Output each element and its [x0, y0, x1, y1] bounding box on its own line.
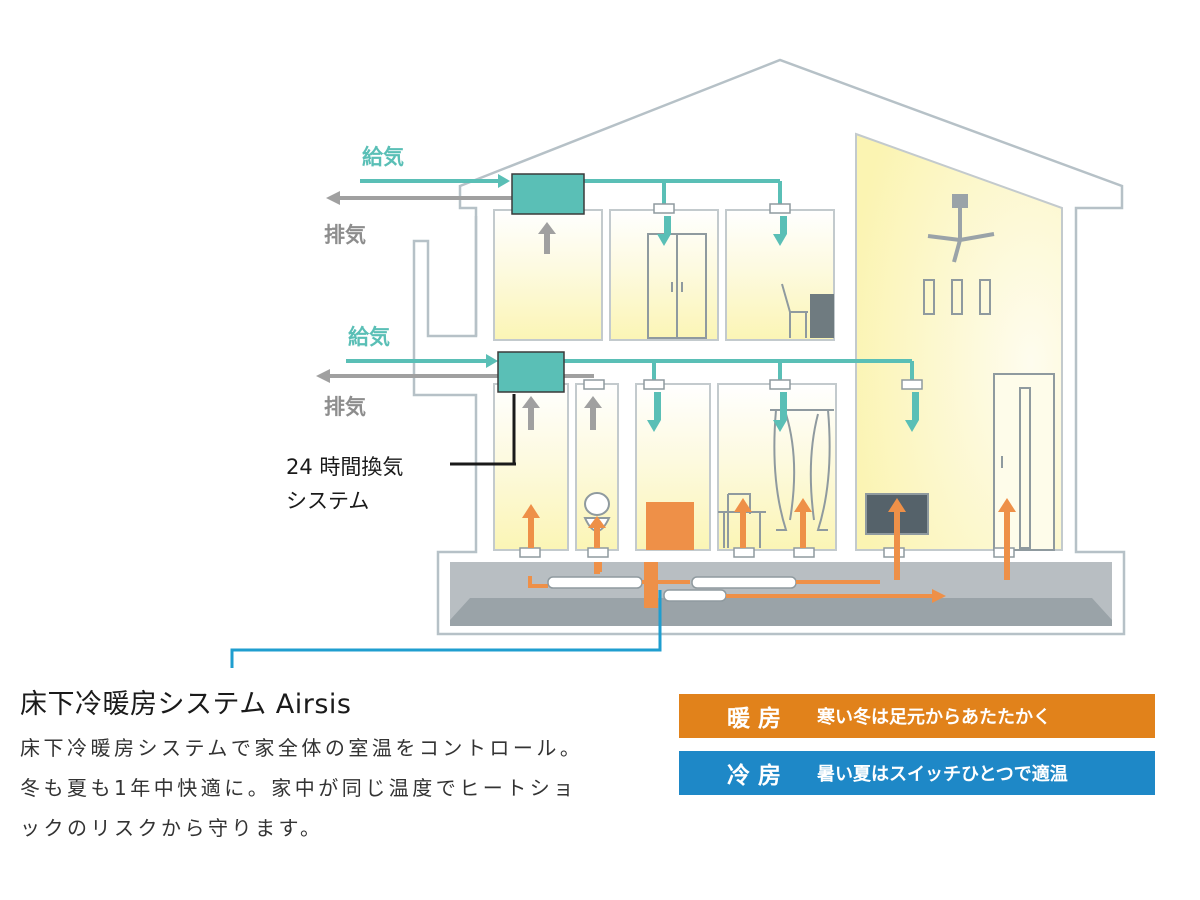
- ceiling-diffusers: [583, 203, 923, 390]
- legend-cooling: 冷房 暑い夏はスイッチひとつで適温: [679, 751, 1155, 795]
- crawlspace: [450, 562, 1112, 626]
- duct-system: [230, 174, 914, 668]
- ventilation-unit-lower: [497, 351, 565, 393]
- floor-heating-unit: [646, 502, 694, 550]
- legend-cooling-text: 暑い夏はスイッチひとつで適温: [817, 764, 1068, 785]
- chair: [781, 283, 808, 338]
- supply-label-lower: 給気: [348, 325, 390, 349]
- legend-cooling-term: 冷房: [727, 763, 789, 789]
- supply-arrows: [647, 216, 919, 432]
- legend-heating-term: 暖房: [727, 706, 789, 732]
- vent-system-label-line2: システム: [286, 489, 369, 513]
- desk: [810, 294, 834, 338]
- supply-label-upper: 給気: [362, 145, 404, 169]
- ceiling-fan-icon: [927, 196, 995, 263]
- ventilation-unit-upper: [511, 173, 585, 215]
- system-description: 床下冷暖房システムで家全体の室温をコントロール。冬も夏も1年中快適に。家中が同じ…: [20, 736, 584, 840]
- exhaust-label-lower: 排気: [324, 395, 366, 419]
- exhaust-label-upper: 排気: [324, 223, 366, 247]
- legend-heating: 暖房 寒い冬は足元からあたたかく: [679, 694, 1155, 738]
- vent-system-label-line1: 24 時間換気: [286, 455, 403, 479]
- house-ventilation-diagram: 給気 排気 給気 排気 24 時間換気 システム: [230, 58, 1126, 668]
- room-living: [717, 383, 837, 551]
- legend-heating-text: 寒い冬は足元からあたたかく: [817, 707, 1051, 728]
- exhaust-arrows: [522, 222, 602, 430]
- warm-air-arrows: [522, 498, 1016, 580]
- curtain: [770, 409, 834, 531]
- house-outline: [412, 58, 1126, 636]
- system-title: 床下冷暖房システム Airsis: [20, 689, 352, 720]
- toilet-icon: [584, 492, 610, 516]
- interior-door: [993, 373, 1055, 551]
